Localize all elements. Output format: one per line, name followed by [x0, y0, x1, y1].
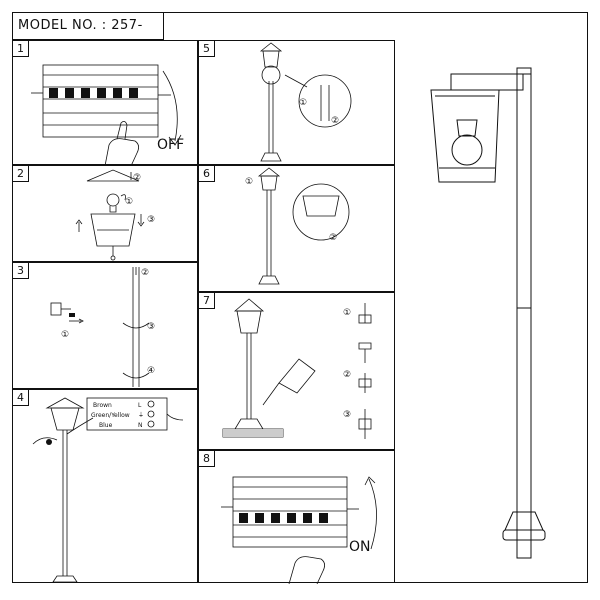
step-4-wiring-illustration: Brown Green/Yellow Blue L ⏚ N — [32, 397, 184, 583]
step-4-panel: 4 Brown Green/Yellow Blue L ⏚ N — [12, 389, 198, 583]
step-3-pole-assembly-illustration: ① ② ③ ④ — [50, 267, 155, 387]
step-7-callout-1: ① — [343, 308, 351, 318]
wire-brown-label: Brown — [93, 402, 112, 409]
step-5-panel: 5 ① ② — [198, 40, 395, 165]
step-2-number: 2 — [13, 166, 29, 182]
step-5-callout-2: ② — [331, 116, 339, 126]
step-6-callout-1: ① — [245, 177, 253, 187]
step-7-callout-2: ② — [343, 370, 351, 380]
step-5-callout-1: ① — [299, 98, 307, 108]
step-8-breaker-on-illustration: ON — [221, 476, 377, 584]
step-8-panel: 8 ON — [198, 450, 395, 584]
step-8-on-label: ON — [349, 539, 371, 555]
step-3-callout-2: ② — [141, 268, 149, 278]
step-7-number: 7 — [199, 293, 215, 309]
step-2-callout-2: ② — [133, 173, 141, 183]
step-6-lantern-secure-illustration: ① ② — [245, 167, 350, 285]
step-6-panel: 6 ① ② — [198, 165, 395, 292]
step-1-off-label: OFF — [157, 137, 184, 153]
step-2-panel: 2 ② ① ③ — [12, 165, 198, 262]
wire-green-yellow-label: Green/Yellow — [91, 412, 130, 419]
step-6-callout-2: ② — [329, 233, 337, 243]
step-1-panel: 1 OFF — [12, 40, 198, 166]
step-2-callout-1: ① — [125, 197, 133, 207]
step-1-breaker-off-illustration: OFF — [31, 64, 184, 166]
step-4-number: 4 — [13, 390, 29, 406]
step-5-lantern-mount-illustration: ① ② — [259, 42, 352, 162]
step-3-callout-3: ③ — [147, 322, 155, 332]
step-3-callout-4: ④ — [147, 366, 155, 376]
step-7-panel: 7 ① ② ③ — [198, 292, 395, 450]
step-2-bulb-install-illustration: ② ① ③ — [75, 169, 155, 261]
step-1-number: 1 — [13, 41, 29, 57]
step-3-number: 3 — [13, 263, 29, 279]
step-6-number: 6 — [199, 166, 215, 182]
terminal-earth-label: ⏚ — [138, 412, 144, 419]
terminal-n-label: N — [138, 422, 143, 429]
product-overview-illustration — [430, 67, 546, 559]
model-number: MODEL NO. : 257-03024 — [12, 12, 164, 60]
step-8-number: 8 — [199, 451, 215, 467]
step-7-callout-3: ③ — [343, 410, 351, 420]
step-3-panel: 3 ① ② ③ ④ — [12, 262, 198, 389]
step-3-callout-1: ① — [61, 330, 69, 340]
step-5-number: 5 — [199, 41, 215, 57]
step-7-ground-fixing-illustration: ① ② ③ — [222, 298, 372, 439]
terminal-l-label: L — [138, 402, 142, 409]
step-2-callout-3: ③ — [147, 215, 155, 225]
wire-blue-label: Blue — [99, 422, 113, 429]
